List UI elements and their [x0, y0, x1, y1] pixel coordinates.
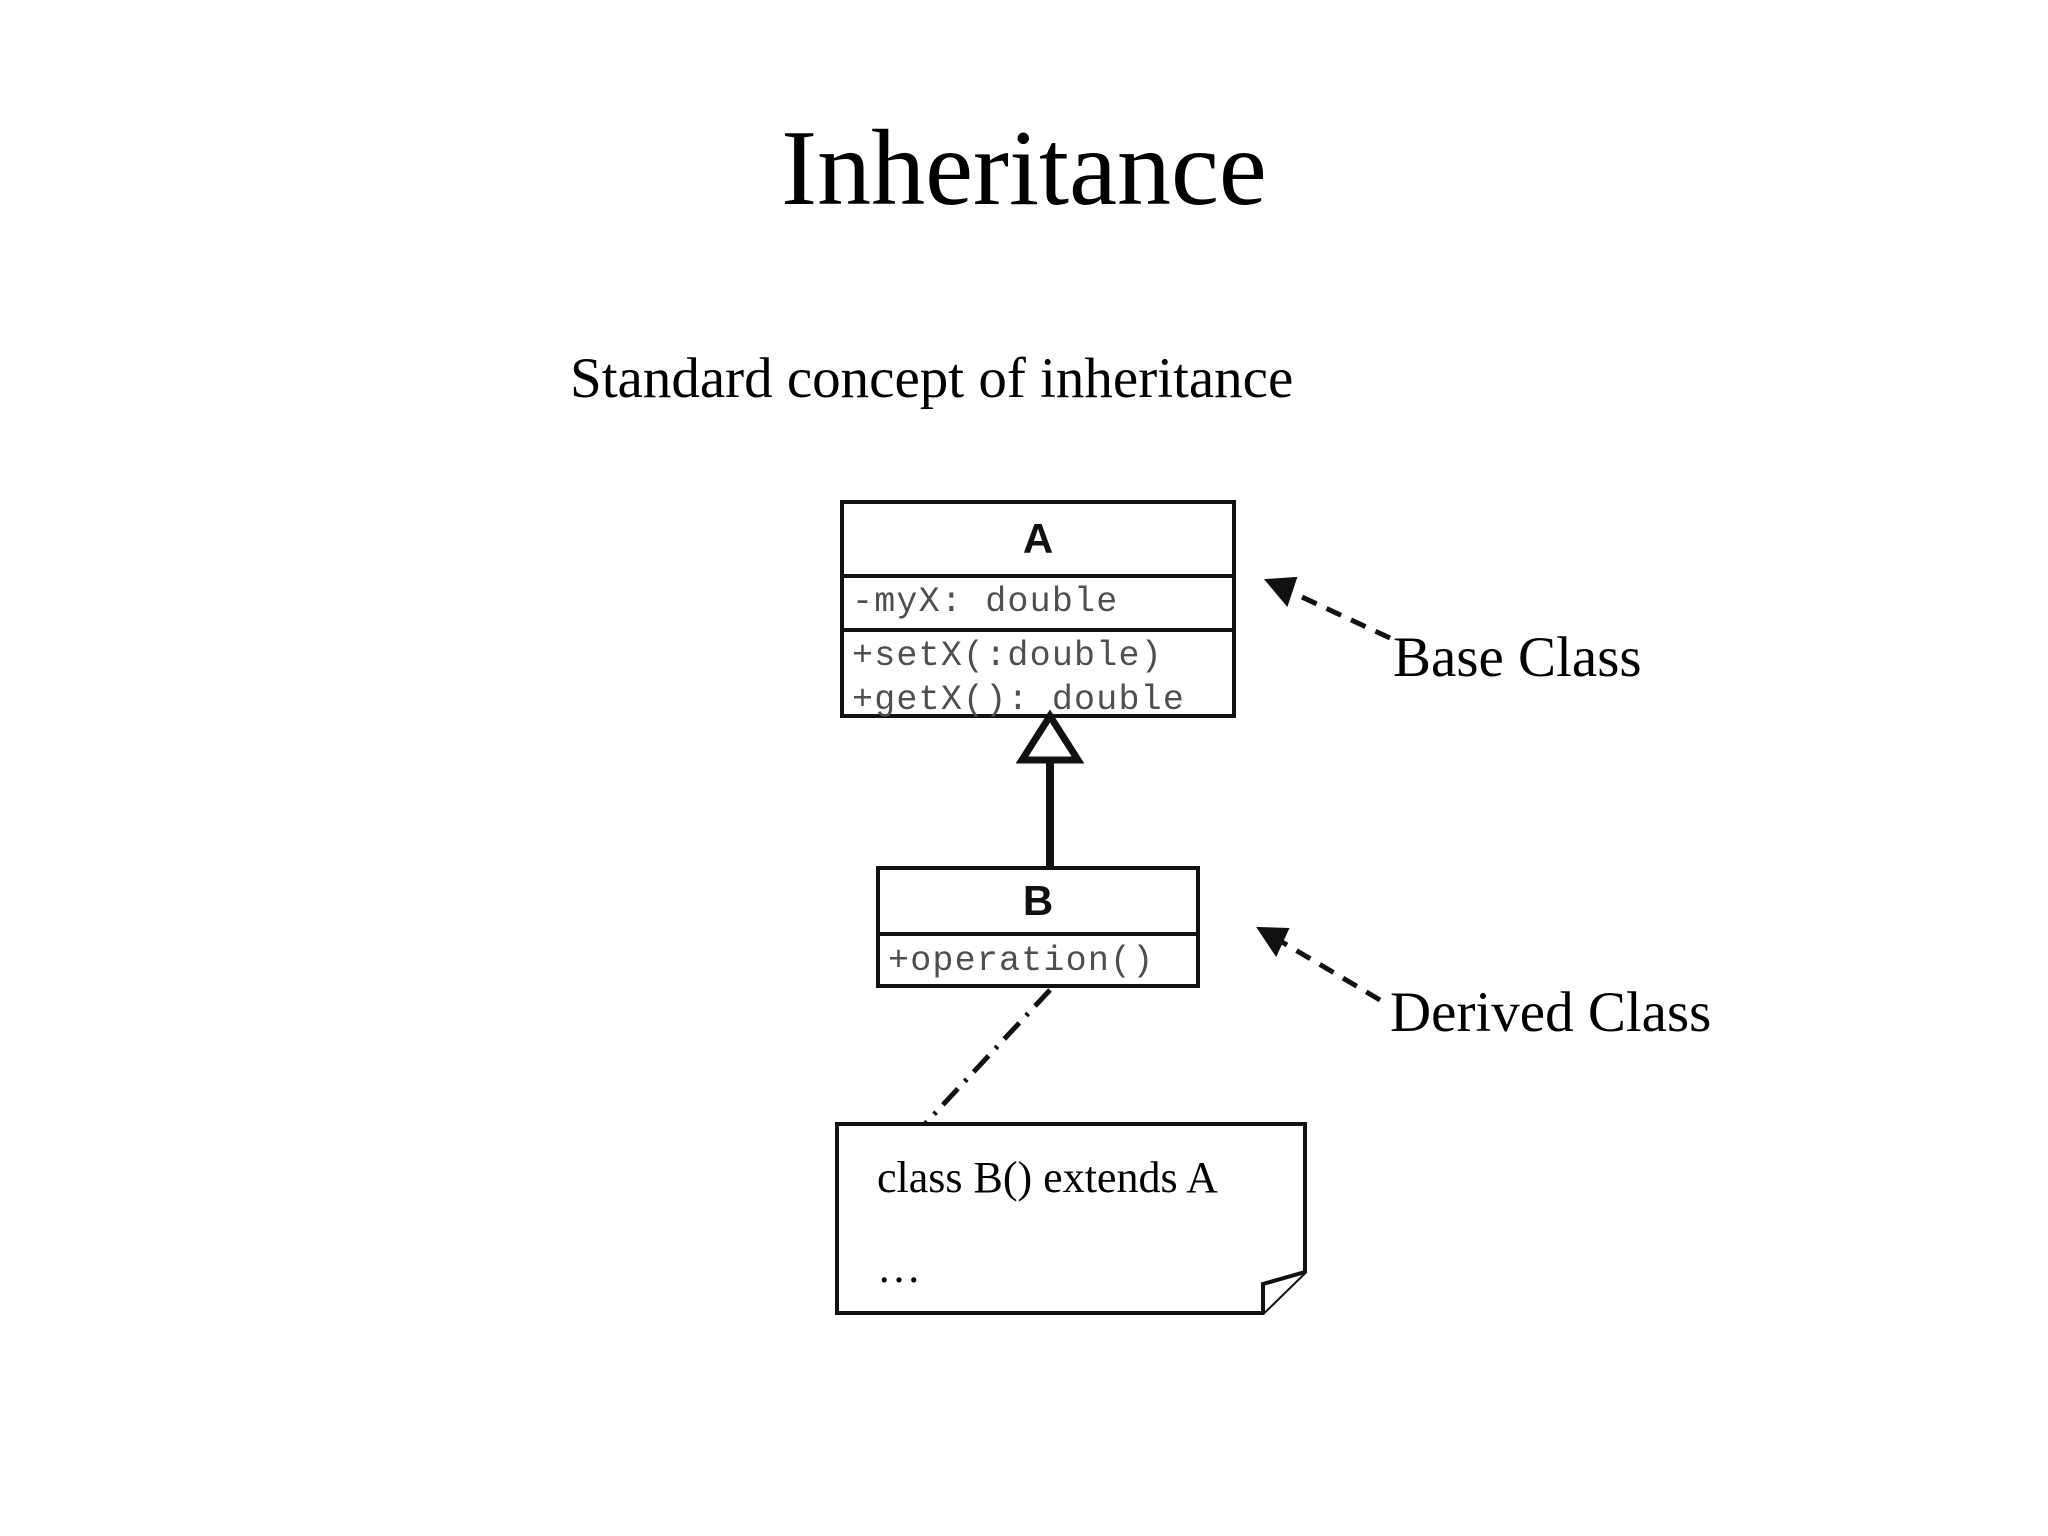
uml-note-box[interactable]: class B() extends A … [835, 1122, 1307, 1315]
annotation-arrow-derived-class [1256, 926, 1382, 1003]
annotation-arrow-base-class [1263, 576, 1392, 641]
uml-class-box-b[interactable]: B +operation() [876, 866, 1200, 988]
uml-operation-row: +setX(:double) [852, 636, 1163, 676]
uml-operation-row: +getX(): double [852, 680, 1186, 720]
uml-operations-compartment-a: +setX(:double) +getX(): double [844, 628, 1232, 720]
uml-attributes-compartment-a: -myX: double [844, 574, 1232, 628]
note-anchor-connector [923, 988, 1052, 1126]
uml-operations-compartment-b: +operation() [880, 932, 1196, 988]
annotation-label-derived-class: Derived Class [1390, 981, 1712, 1044]
slide-subtitle: Standard concept of inheritance [570, 347, 1294, 410]
uml-class-box-a[interactable]: A -myX: double +setX(:double) +getX(): d… [840, 500, 1236, 720]
hollow-triangle-arrowhead-icon [1015, 709, 1085, 764]
page-title: Inheritance [781, 109, 1267, 228]
filled-triangle-arrowhead-icon [1263, 576, 1298, 608]
uml-class-name-a: A [1022, 515, 1054, 562]
note-line-2: … [877, 1243, 921, 1293]
annotation-label-base-class: Base Class [1393, 626, 1642, 689]
generalization-connector-b-to-a [1015, 709, 1085, 866]
filled-triangle-arrowhead-icon [1256, 926, 1290, 958]
uml-operation-row: +operation() [888, 941, 1155, 981]
uml-note-text: class B() extends A … [877, 1153, 1277, 1293]
uml-class-name-b: B [1022, 877, 1054, 924]
note-outline-icon [835, 1122, 1307, 1315]
note-line-1: class B() extends A [877, 1153, 1218, 1202]
uml-attribute-row: -myX: double [852, 582, 1119, 622]
